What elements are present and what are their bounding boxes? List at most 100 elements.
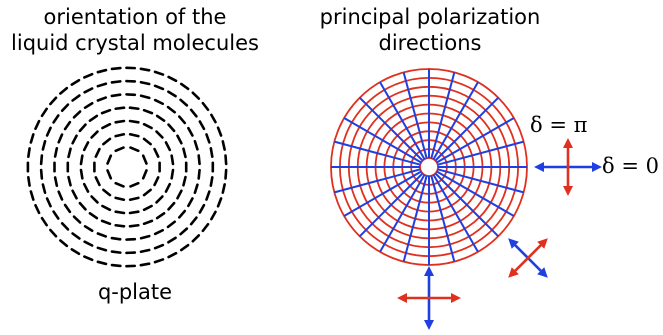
molecule-dash — [102, 137, 112, 146]
molecule-dash — [167, 201, 176, 211]
molecule-dash — [153, 228, 164, 236]
molecule-dash — [27, 175, 31, 187]
molecule-dash — [83, 87, 94, 94]
molecule-dash — [128, 210, 140, 215]
molecule-dash — [78, 123, 87, 133]
polarization-disc — [330, 68, 528, 266]
molecule-dash — [49, 96, 58, 106]
molecule-dash — [63, 203, 72, 214]
molecule-dash — [40, 216, 48, 227]
molecule-dash — [45, 197, 52, 208]
molecule-dash — [106, 154, 113, 165]
molecule-dash — [45, 126, 52, 137]
molecule-dash — [110, 66, 122, 71]
molecule-dash — [110, 80, 122, 84]
qplate-molecule-pattern — [26, 66, 228, 268]
molecule-dash — [224, 154, 228, 166]
molecule-dash — [139, 94, 151, 100]
molecule-dash — [96, 96, 108, 102]
molecule-dash — [88, 114, 99, 122]
molecule-dash — [142, 137, 152, 146]
molecule-dash — [167, 90, 177, 98]
molecule-dash — [96, 232, 108, 238]
molecule-dash — [197, 168, 201, 180]
molecule-dash — [166, 105, 176, 114]
molecule-dash — [100, 219, 112, 226]
molecule-dash — [57, 190, 64, 201]
molecule-dash — [224, 168, 228, 180]
molecule-dash — [153, 176, 160, 187]
delta-pi-label: δ = π — [530, 113, 588, 137]
radial-direction-line — [430, 175, 456, 262]
molecule-dash — [57, 133, 64, 144]
molecule-dash — [176, 189, 183, 200]
molecule-dash — [39, 154, 44, 166]
molecule-dash — [67, 175, 72, 187]
molecule-dash — [53, 176, 59, 188]
molecule-dash — [49, 228, 58, 238]
molecule-dash — [221, 140, 226, 151]
molecule-dash — [60, 103, 70, 112]
center-circle — [419, 157, 439, 177]
molecule-dash — [34, 119, 41, 131]
molecule-dash — [177, 209, 187, 219]
molecule-dash — [193, 139, 199, 151]
molecule-dash — [71, 232, 81, 240]
radial-direction-line — [334, 140, 421, 166]
molecule-dash — [205, 190, 211, 201]
molecule-dash — [106, 169, 113, 180]
molecule-dash — [167, 236, 177, 244]
molecule-dash — [179, 227, 189, 236]
molecule-dash — [27, 147, 31, 159]
molecule-dash — [59, 86, 69, 95]
molecule-dash — [139, 248, 151, 254]
molecule-dash — [40, 107, 48, 118]
molecule-dash — [164, 182, 172, 193]
molecule-dash — [78, 201, 87, 211]
molecule-dash — [141, 154, 148, 165]
molecule-dash — [210, 113, 217, 124]
radial-direction-line — [402, 175, 428, 262]
molecule-dash — [191, 91, 201, 100]
molecule-dash — [34, 203, 41, 215]
molecule-dash — [142, 219, 154, 226]
molecule-dash — [209, 147, 214, 158]
molecule-dash — [83, 225, 94, 233]
molecule-dash — [210, 210, 217, 221]
vertical-red-arrow — [563, 138, 573, 196]
molecule-dash — [96, 246, 108, 252]
molecule-dash — [29, 133, 35, 144]
molecule-dash — [94, 176, 101, 187]
molecule-dash — [153, 243, 165, 250]
molecule-dash — [70, 248, 81, 256]
molecule-dash — [114, 119, 126, 124]
radial-direction-line — [432, 174, 479, 253]
molecule-dash — [182, 175, 187, 187]
radial-direction-line — [437, 168, 524, 194]
molecule-dash — [198, 120, 206, 131]
orientation-title: orientation of the liquid crystal molecu… — [11, 5, 259, 55]
molecule-dash — [129, 146, 140, 153]
molecule-dash — [167, 251, 178, 259]
molecule-dash — [41, 140, 47, 151]
molecule-dash — [114, 223, 126, 228]
molecule-dash — [189, 216, 198, 226]
molecule-dash — [39, 168, 44, 180]
molecule-dash — [70, 78, 81, 86]
molecule-dash — [96, 82, 108, 88]
molecule-dash — [67, 147, 72, 159]
molecule-dash — [83, 255, 94, 262]
molecule-dash — [155, 114, 166, 122]
molecule-dash — [29, 190, 35, 201]
molecule-dash — [197, 154, 201, 166]
radial-direction-line — [358, 96, 424, 162]
molecule-dash — [101, 122, 112, 130]
molecule-dash — [102, 188, 112, 197]
molecule-dash — [88, 212, 99, 220]
molecule-dash — [139, 234, 151, 240]
molecule-dash — [114, 181, 125, 188]
molecule-dash — [142, 108, 154, 115]
molecule-dash — [139, 262, 151, 267]
molecule-dash — [155, 212, 166, 220]
